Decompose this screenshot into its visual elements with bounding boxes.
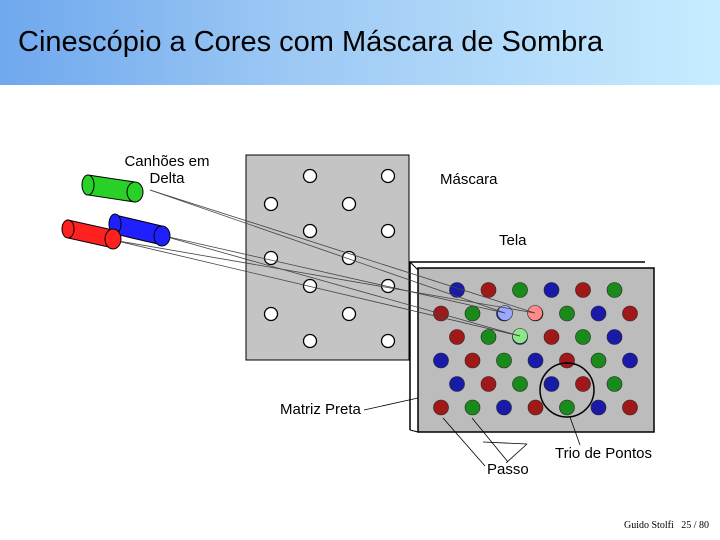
mask-hole bbox=[341, 306, 357, 322]
mask-hole bbox=[302, 168, 318, 184]
pitch-label: Passo bbox=[487, 461, 529, 478]
mask-hole bbox=[380, 333, 396, 349]
phosphor-dots bbox=[433, 282, 638, 416]
mask-hole bbox=[263, 196, 279, 212]
phosphor-dot bbox=[496, 399, 512, 416]
mask-hole bbox=[263, 250, 279, 266]
footer-page: 25 / 80 bbox=[681, 520, 710, 531]
phosphor-dot bbox=[449, 329, 465, 345]
red-gun bbox=[61, 219, 122, 250]
phosphor-dot bbox=[433, 352, 449, 369]
mask-hole bbox=[380, 223, 396, 239]
phosphor-dot bbox=[575, 376, 591, 392]
title-bar bbox=[0, 0, 720, 85]
phosphor-dot bbox=[433, 399, 449, 416]
phosphor-dot bbox=[512, 282, 528, 298]
phosphor-dot bbox=[575, 329, 591, 345]
mask-hole bbox=[341, 196, 357, 212]
phosphor-dot bbox=[527, 352, 544, 369]
phosphor-dot bbox=[480, 282, 497, 298]
guns-label-line2: Delta bbox=[149, 170, 185, 187]
green-gun bbox=[81, 174, 144, 203]
phosphor-dot bbox=[622, 305, 638, 322]
pitch-marker bbox=[442, 417, 528, 467]
mask-hole bbox=[263, 306, 279, 322]
mask-hole bbox=[380, 168, 396, 184]
footer-author: Guido Stolfi bbox=[624, 520, 674, 531]
slide-footer: Guido Stolfi 25 / 80 bbox=[624, 520, 709, 531]
phosphor-dot bbox=[590, 305, 607, 322]
phosphor-dot bbox=[464, 305, 481, 322]
phosphor-dot bbox=[464, 352, 481, 369]
phosphor-dot bbox=[543, 282, 560, 298]
phosphor-dot bbox=[590, 352, 607, 369]
phosphor-dot bbox=[559, 305, 575, 322]
phosphor-dot bbox=[496, 352, 512, 369]
phosphor-dot bbox=[527, 399, 544, 416]
phosphor-dot bbox=[449, 376, 465, 392]
phosphor-dot bbox=[449, 282, 465, 298]
dot-trio-circle bbox=[539, 362, 595, 418]
phosphor-dot bbox=[606, 376, 623, 392]
mask-hole bbox=[380, 278, 396, 294]
dot-trio-label: Trio de Pontos bbox=[555, 445, 652, 462]
slide-title: Cinescópio a Cores com Máscara de Sombra bbox=[18, 26, 604, 58]
phosphor-dot bbox=[575, 282, 591, 298]
mask-hole bbox=[302, 223, 318, 239]
mask-holes bbox=[263, 168, 396, 349]
phosphor-dot bbox=[606, 329, 623, 345]
phosphor-dot bbox=[622, 352, 638, 369]
phosphor-dot bbox=[559, 399, 575, 416]
screen-label: Tela bbox=[499, 232, 527, 249]
phosphor-dot bbox=[622, 399, 638, 416]
phosphor-dot bbox=[559, 352, 575, 369]
electron-beams bbox=[112, 189, 536, 337]
guns-label: Canhões em Delta bbox=[112, 153, 222, 187]
mask-label: Máscara bbox=[440, 171, 498, 188]
mask-hole bbox=[302, 278, 318, 294]
guns-label-line1: Canhões em bbox=[124, 153, 210, 170]
trio-leader bbox=[569, 416, 581, 446]
phosphor-dot bbox=[480, 376, 497, 392]
black-matrix-label: Matriz Preta bbox=[280, 401, 361, 418]
phosphor-dot bbox=[512, 376, 528, 392]
mask-hole bbox=[302, 333, 318, 349]
phosphor-dot bbox=[543, 376, 560, 392]
phosphor-dot bbox=[464, 399, 481, 416]
phosphor-dot bbox=[480, 329, 497, 345]
phosphor-dot bbox=[590, 399, 607, 416]
black-matrix-leader bbox=[363, 397, 419, 411]
phosphor-dot bbox=[606, 282, 623, 298]
blue-gun bbox=[108, 213, 171, 247]
phosphor-dot bbox=[543, 329, 560, 345]
